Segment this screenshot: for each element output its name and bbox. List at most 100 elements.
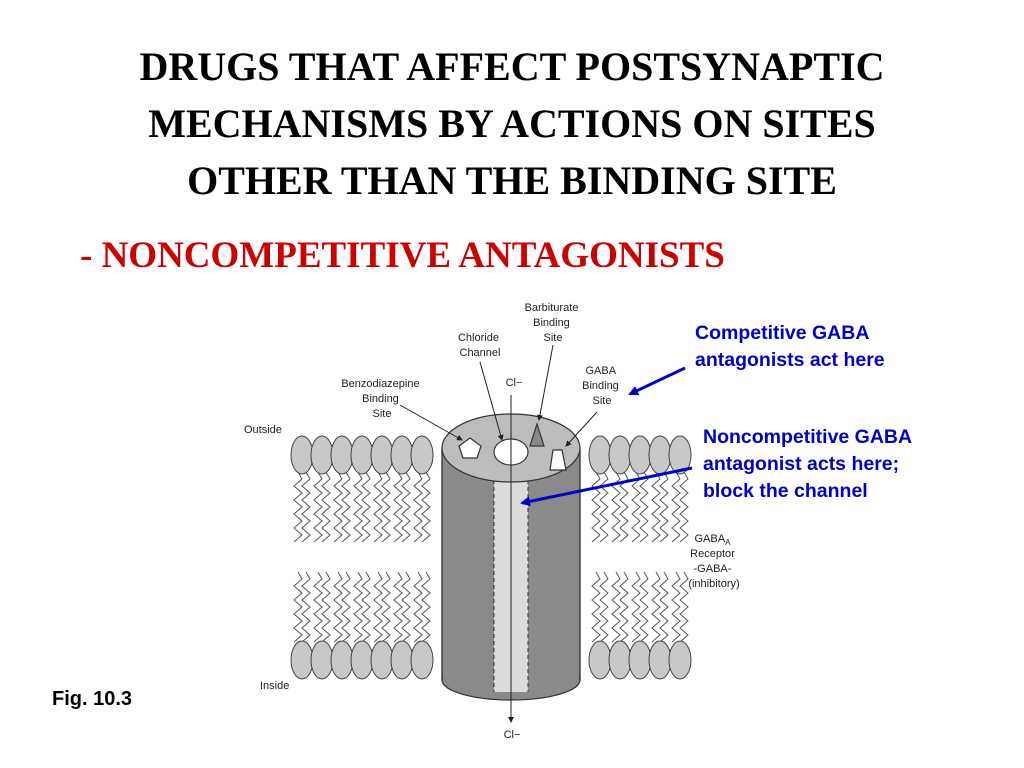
gaba-binding-site-label: GABA Binding Site [582,365,622,407]
slide-subtitle: - NONCOMPETITIVE ANTAGONISTS [80,235,725,276]
figure-caption: Fig. 10.3 [52,688,133,710]
lipid-tail [651,571,661,643]
annotation-noncompetitive-line-1: Noncompetitive GABA [703,426,913,448]
chloride-ion-top-label: Cl− [506,377,523,389]
lipid-tail [671,471,681,543]
inside-label: Inside [260,680,289,692]
lipid-tail [631,571,641,643]
lipid-head [628,640,652,680]
lipid-head [310,640,334,680]
lipid-head [290,435,314,475]
lipid-head [310,435,334,475]
lipid-head [330,640,354,680]
lipid-tail [293,571,303,643]
gaba-a-receptor-label: GABAA Receptor -GABA- (inhibitory) [688,533,739,590]
annotation-noncompetitive-line-2: antagonist acts here; [703,453,900,475]
lipid-tail [659,471,669,543]
noncompetitive-arrow [520,466,693,507]
chloride-pointer [479,361,504,441]
lipid-head [390,435,414,475]
lipid-tail [619,571,629,643]
lipid-head [668,435,692,475]
lipid-tail [293,471,303,543]
lipid-head [668,640,692,680]
chloride-channel-label: Chloride Channel [458,332,502,359]
lipid-tail [591,471,601,543]
lipid-head [410,640,434,680]
lipid-tail [353,571,363,643]
chloride-ion-bottom-label: Cl− [504,729,521,741]
lipid-head [608,435,632,475]
lipid-tail [333,471,343,543]
lipid-tail [401,571,411,643]
lipid-head [608,640,632,680]
benzodiazepine-site-icon [458,437,482,459]
lipid-tail [313,471,323,543]
lipid-tail [321,471,331,543]
lipid-heads-inner [290,640,692,680]
title-line-1: DRUGS THAT AFFECT POSTSYNAPTIC [139,44,885,89]
lipid-head [350,435,374,475]
barbiturate-label: Barbiturate Binding Site [525,302,582,344]
lipid-head [628,435,652,475]
lipid-head [350,640,374,680]
lipid-tail [381,471,391,543]
lipid-tail [659,571,669,643]
lipid-tail [591,571,601,643]
annotation-competitive: Competitive GABA antagonists act here [695,320,885,374]
slide-title: DRUGS THAT AFFECT POSTSYNAPTIC MECHANISM… [0,38,1024,209]
lipid-tail [639,571,649,643]
benzodiazepine-pointer [399,404,463,441]
lipid-tail [599,471,609,543]
lipid-tail [393,471,403,543]
lipid-tail [413,571,423,643]
lipid-head [370,435,394,475]
lipid-tail [333,571,343,643]
lipid-tails [293,471,689,643]
lipid-head [290,640,314,680]
lipid-tail [313,571,323,643]
lipid-tail [341,571,351,643]
lipid-tail [301,471,311,543]
lipid-tail [301,571,311,643]
lipid-tail [393,571,403,643]
annotation-noncompetitive-line-3: block the channel [703,480,868,502]
lipid-head [390,640,414,680]
lipid-tail [353,471,363,543]
lipid-tail [373,571,383,643]
lipid-tail [401,471,411,543]
lipid-tail [679,571,689,643]
lipid-tail [639,471,649,543]
lipid-head [410,435,434,475]
annotation-competitive-line-1: Competitive GABA [695,322,870,344]
lipid-tail [671,571,681,643]
lipid-tail [421,571,431,643]
barbiturate-pointer [536,344,554,421]
outside-label: Outside [244,424,282,436]
title-line-2: MECHANISMS BY ACTIONS ON SITES [148,101,876,146]
lipid-head [648,640,672,680]
lipid-tail [321,571,331,643]
lipid-tail [341,471,351,543]
gaba-site-icon [549,449,567,471]
lipid-tail [373,471,383,543]
lipid-tail [679,471,689,543]
lipid-tail [413,471,423,543]
benzodiazepine-label: Benzodiazepine Binding Site [341,378,422,420]
barbiturate-site-icon [529,422,545,447]
lipid-head [330,435,354,475]
lipid-tail [381,571,391,643]
lipid-head [588,435,612,475]
lipid-head [370,640,394,680]
lipid-head [648,435,672,475]
title-line-3: OTHER THAN THE BINDING SITE [187,158,837,203]
lipid-tail [599,571,609,643]
lipid-tail [631,471,641,543]
lipid-tail [651,471,661,543]
annotation-noncompetitive: Noncompetitive GABA antagonist acts here… [703,424,912,505]
lipid-head [588,640,612,680]
lipid-tail [421,471,431,543]
annotation-competitive-line-2: antagonists act here [695,349,885,371]
lipid-tail [361,471,371,543]
